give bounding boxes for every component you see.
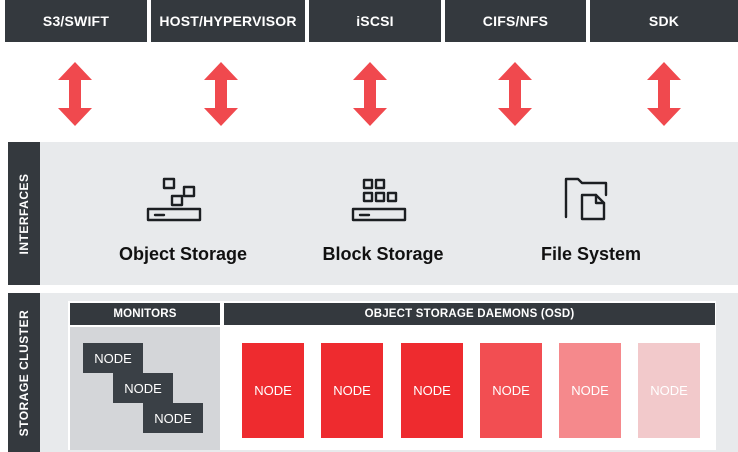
osd-node: NODE <box>321 343 383 438</box>
interfaces-label: INTERFACES <box>17 172 31 255</box>
object-storage-label: Object Storage <box>118 244 248 264</box>
storage-cluster-side-label: STORAGE CLUSTER <box>8 293 40 452</box>
block-storage-label: Block Storage <box>322 244 444 264</box>
protocol-iscsi: iSCSI <box>309 0 441 42</box>
block-storage-icon <box>351 178 407 222</box>
monitor-node: NODE <box>83 343 143 373</box>
osd-node: NODE <box>559 343 621 438</box>
protocol-s3-swift: S3/SWIFT <box>5 0 147 42</box>
protocol-sdk: SDK <box>590 0 738 42</box>
osd-header: OBJECT STORAGE DAEMONS (OSD) <box>224 303 715 325</box>
double-arrow-icon <box>353 62 387 126</box>
double-arrow-icon <box>204 62 238 126</box>
file-system-label: File System <box>540 244 642 264</box>
interfaces-panel <box>40 142 738 285</box>
protocol-host-hypervisor: HOST/HYPERVISOR <box>151 0 305 42</box>
double-arrow-icon <box>58 62 92 126</box>
file-system-icon <box>564 177 608 221</box>
storage-cluster-label: STORAGE CLUSTER <box>17 309 31 436</box>
double-arrow-icon <box>647 62 681 126</box>
monitor-node: NODE <box>143 403 203 433</box>
osd-node: NODE <box>242 343 304 438</box>
osd-node: NODE <box>401 343 463 438</box>
osd-node: NODE <box>480 343 542 438</box>
osd-node: NODE <box>638 343 700 438</box>
monitors-header: MONITORS <box>70 303 220 325</box>
interfaces-side-label: INTERFACES <box>8 142 40 285</box>
object-storage-icon <box>146 177 202 222</box>
double-arrow-icon <box>498 62 532 126</box>
protocol-cifs-nfs: CIFS/NFS <box>445 0 586 42</box>
monitor-node: NODE <box>113 373 173 403</box>
